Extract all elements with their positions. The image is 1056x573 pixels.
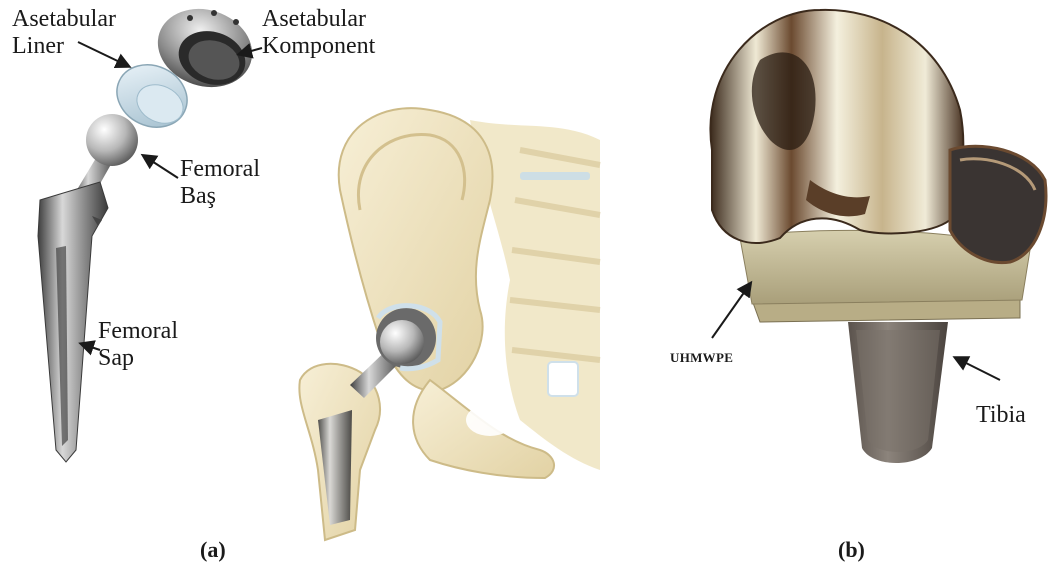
label-femoral-head: Femoral Baş [180,156,260,210]
femoral-implant-illustration [38,114,138,462]
label-acetabular-liner: Asetabular Liner [12,6,116,60]
label-acetabular-liner-line2: Liner [12,33,116,60]
knee-implant-illustration [710,10,1046,463]
label-femoral-stem: Femoral Sap [98,318,178,372]
arrow-tibia [956,358,1000,380]
label-femoral-stem-line2: Sap [98,345,178,372]
caption-b: (b) [838,536,865,563]
label-femoral-head-line1: Femoral [180,156,260,183]
label-acetabular-component-line1: Asetabular [262,6,375,33]
arrow-uhmwpe [712,284,750,338]
caption-a: (a) [200,536,226,563]
label-femoral-head-line2: Baş [180,183,260,210]
label-acetabular-component: Asetabular Komponent [262,6,375,60]
label-acetabular-component-line2: Komponent [262,33,375,60]
arrow-femoral-head [144,156,178,178]
label-acetabular-liner-line1: Asetabular [12,6,116,33]
label-femoral-stem-line1: Femoral [98,318,178,345]
pelvis-illustration [299,108,600,540]
label-uhmwpe: UHMWPE [670,344,733,371]
label-tibia: Tibia [976,402,1026,429]
